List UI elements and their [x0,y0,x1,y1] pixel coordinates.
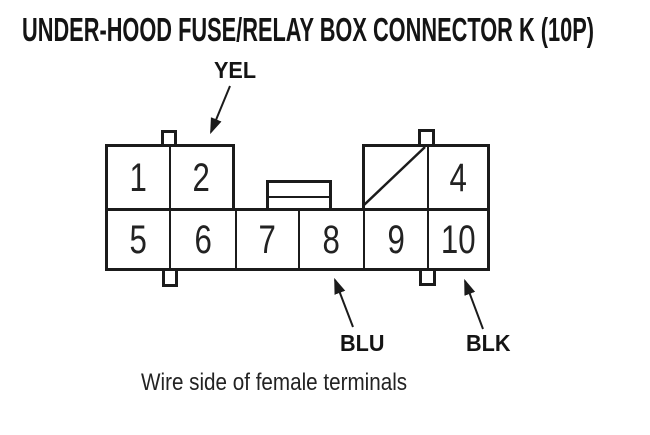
pin-cell-6: 6 [169,211,235,268]
diagram-caption: Wire side of female terminals [141,369,408,396]
pin-number: 4 [449,155,467,200]
page-title: UNDER-HOOD FUSE/RELAY BOX CONNECTOR K (1… [22,11,595,48]
pin-cell-3-empty [365,147,427,208]
pin-block-top-right: 4 [362,144,490,211]
pin-number: 6 [194,217,212,262]
yel-arrow [210,85,231,135]
pin-cell-2: 2 [169,147,232,208]
pin-number: 8 [322,217,341,262]
pin-number: 9 [387,217,405,262]
mount-tab-bottom-right [419,271,436,286]
pin-cell-5: 5 [108,211,169,268]
wire-color-label-blu: BLU [340,330,385,356]
pin-number: 5 [129,217,148,262]
pin-cell-7: 7 [235,211,298,268]
pin-block-bottom: 5 6 7 8 9 10 [105,208,490,271]
pin-cell-8: 8 [298,211,363,268]
mount-tab-top-right [418,129,435,144]
mount-tab-bottom-left [162,271,178,287]
latch-divider-line [269,196,329,198]
blu-arrow [334,277,354,328]
wire-color-label-blk: BLK [466,330,511,356]
pin-cell-9: 9 [363,211,427,268]
pin-number: 7 [258,217,277,262]
pin-number: 1 [129,155,148,200]
mount-tab-top-left [161,130,177,144]
pin-number: 10 [440,217,476,262]
pin-cell-1: 1 [108,147,169,208]
pin-cell-10: 10 [427,211,487,268]
pin-cell-4: 4 [427,147,487,208]
pin-number: 2 [192,155,211,200]
wire-color-label-yel: YEL [214,57,257,83]
pin-block-top-left: 1 2 [105,144,235,211]
connector-latch [266,180,332,208]
blk-arrow [464,278,484,330]
